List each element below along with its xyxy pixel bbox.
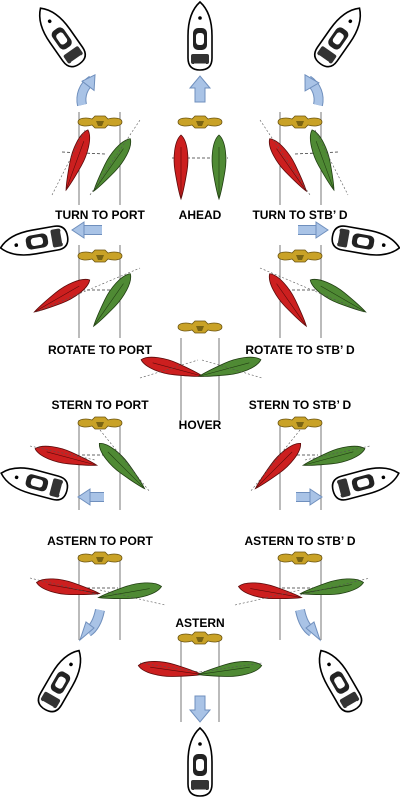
- stern-to-port-group: STERN TO PORT: [0, 398, 151, 510]
- stbd-blade: [196, 658, 264, 682]
- propeller-hub-icon: [77, 249, 123, 263]
- turn-to-port-label: TURN TO PORT: [55, 208, 145, 222]
- turn-to-stbd-group: TURN TO STB’ D: [252, 0, 371, 222]
- astern-to-stbd-label: ASTERN TO STB’ D: [244, 534, 355, 548]
- stbd-blade: [305, 127, 341, 193]
- port-blade: [30, 273, 94, 319]
- propeller-hub-icon: [277, 249, 323, 263]
- rotate-to-stbd-label: ROTATE TO STB’ D: [245, 343, 355, 357]
- propeller-hub-icon: [277, 115, 323, 129]
- vessel-icon: [329, 223, 400, 261]
- port-blade: [236, 579, 304, 605]
- stern-to-stbd-label: STERN TO STB’ D: [249, 398, 352, 412]
- vessel-icon: [0, 460, 71, 504]
- vessel-icon: [187, 727, 213, 797]
- port-blade: [59, 127, 95, 193]
- thrust-arrow-icon: [189, 695, 211, 723]
- hover-group: HOVER: [138, 320, 264, 432]
- stern-to-stbd-group: STERN TO STB’ D: [249, 398, 400, 510]
- stbd-blade: [94, 438, 150, 494]
- astern-label: ASTERN: [175, 616, 224, 630]
- thrust-arrow-icon: [189, 75, 211, 103]
- vessel-icon: [29, 0, 91, 72]
- propeller-hub-icon: [277, 551, 323, 565]
- propeller-hub-icon: [177, 631, 223, 645]
- thrust-arrow-icon: [315, 221, 329, 239]
- propeller-hub-icon: [177, 320, 223, 334]
- port-blade: [173, 134, 189, 200]
- astern-group: ASTERN: [136, 616, 264, 797]
- stern-to-port-label: STERN TO PORT: [51, 398, 149, 412]
- stbd-blade: [300, 441, 368, 473]
- thrust-arrow-icon: [81, 73, 96, 92]
- thrust-arrow-icon: [78, 621, 95, 642]
- astern-to-port-label: ASTERN TO PORT: [47, 534, 153, 548]
- turn-to-port-group: TURN TO PORT: [29, 0, 146, 222]
- rotate-to-port-label: ROTATE TO PORT: [48, 343, 153, 357]
- port-blade: [250, 438, 306, 494]
- stbd-blade: [87, 269, 137, 331]
- astern-to-port-group: ASTERN TO PORT: [29, 534, 166, 717]
- thrust-arrow-icon: [304, 73, 320, 92]
- propeller-hub-icon: [177, 115, 223, 129]
- vessel-icon: [187, 1, 213, 71]
- turn-to-stbd-label: TURN TO STB’ D: [252, 208, 347, 222]
- propeller-hub-icon: [77, 115, 123, 129]
- astern-to-stbd-group: ASTERN TO STB’ D: [234, 534, 371, 717]
- stbd-blade: [211, 134, 227, 200]
- hover-label: HOVER: [179, 418, 222, 432]
- port-blade: [32, 441, 100, 473]
- thrust-arrow-icon: [77, 488, 91, 506]
- vessel-icon: [309, 0, 371, 72]
- rotate-to-port-group: ROTATE TO PORT: [0, 221, 153, 357]
- stbd-blade: [196, 352, 264, 384]
- vessel-icon: [329, 460, 400, 504]
- propeller-hub-icon: [77, 416, 123, 430]
- thrust-arrow-icon: [305, 621, 322, 642]
- port-blade: [136, 658, 204, 682]
- stbd-blade: [87, 134, 137, 196]
- thrust-arrow-icon: [71, 221, 85, 239]
- propeller-hub-icon: [277, 416, 323, 430]
- propeller-hub-icon: [77, 551, 123, 565]
- port-blade: [263, 134, 313, 196]
- stbd-blade: [96, 579, 164, 605]
- ahead-group: AHEAD: [172, 1, 228, 222]
- ahead-label: AHEAD: [179, 208, 222, 222]
- thrust-arrow-icon: [309, 488, 323, 506]
- vessel-icon: [309, 643, 367, 717]
- port-blade: [263, 269, 313, 331]
- vessel-icon: [0, 223, 71, 261]
- port-blade: [34, 575, 102, 601]
- stbd-blade: [306, 273, 370, 319]
- rotate-to-stbd-group: ROTATE TO STB’ D: [245, 221, 400, 357]
- vessel-icon: [33, 643, 91, 717]
